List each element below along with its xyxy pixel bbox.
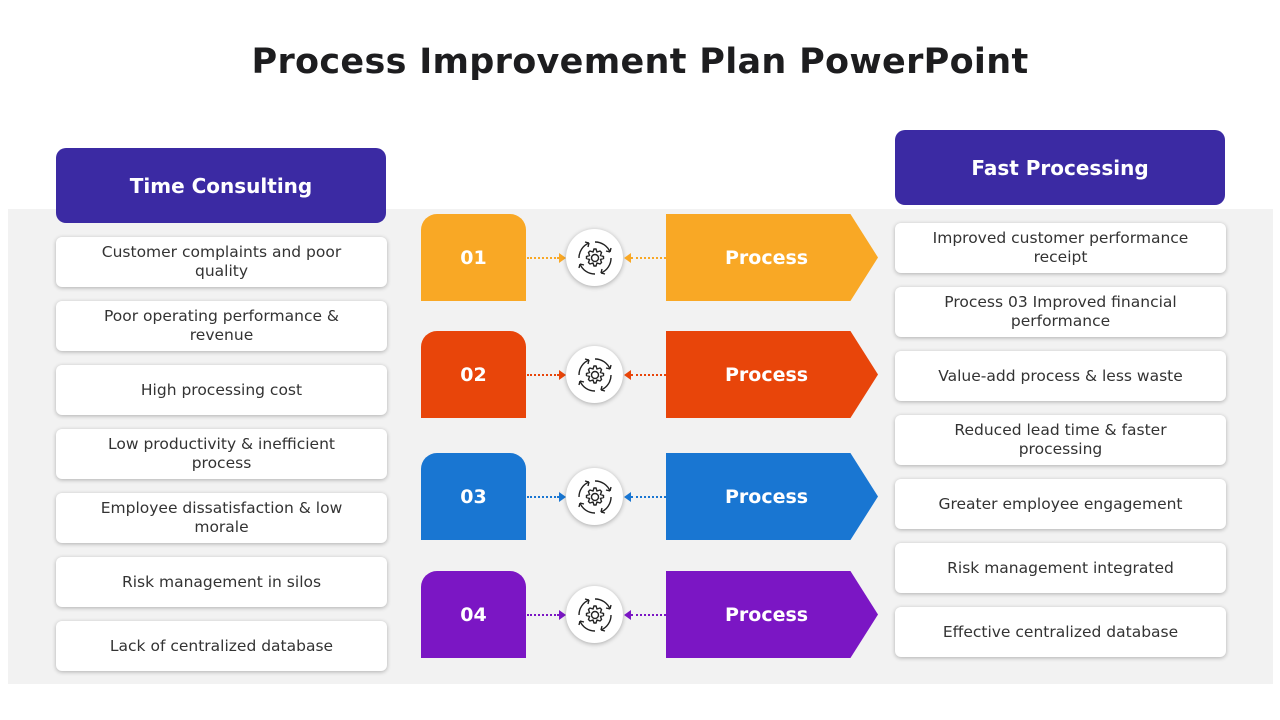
arrow-left-icon (624, 370, 631, 380)
right-item: Greater employee engagement (895, 479, 1226, 529)
time-consulting-header: Time Consulting (56, 148, 386, 223)
arrow-left-icon (624, 492, 631, 502)
right-item: Value-add process & less waste (895, 351, 1226, 401)
left-item: Lack of centralized database (56, 621, 387, 671)
connector-line (527, 496, 559, 498)
step-number: 01 (460, 246, 487, 269)
step-number: 02 (460, 363, 487, 386)
arrow-right-icon (559, 253, 566, 263)
process-arrow: Process (666, 453, 878, 540)
gear-cycle-icon (566, 229, 623, 286)
connector-line (631, 614, 666, 616)
process-arrow: Process (666, 214, 878, 301)
left-item: Employee dissatisfaction & low morale (56, 493, 387, 543)
left-item: Risk management in silos (56, 557, 387, 607)
right-item: Improved customer performance receipt (895, 223, 1226, 273)
connector-line (527, 257, 559, 259)
connector-line (631, 374, 666, 376)
process-arrow: Process (666, 331, 878, 418)
step-number-box: 03 (421, 453, 526, 540)
fast-processing-header: Fast Processing (895, 130, 1225, 205)
left-item: Poor operating performance & revenue (56, 301, 387, 351)
arrow-left-icon (624, 253, 631, 263)
left-item: Low productivity & inefficient process (56, 429, 387, 479)
step-number: 04 (460, 603, 487, 626)
connector-line (527, 374, 559, 376)
right-item: Risk management integrated (895, 543, 1226, 593)
connector-line (631, 257, 666, 259)
step-number: 03 (460, 485, 487, 508)
step-number-box: 04 (421, 571, 526, 658)
process-label: Process (725, 603, 809, 626)
gear-cycle-icon (566, 346, 623, 403)
connector-line (631, 496, 666, 498)
step-number-box: 01 (421, 214, 526, 301)
right-item: Reduced lead time & faster processing (895, 415, 1226, 465)
process-label: Process (725, 363, 809, 386)
right-item: Process 03 Improved financial performanc… (895, 287, 1226, 337)
process-arrow: Process (666, 571, 878, 658)
right-item: Effective centralized database (895, 607, 1226, 657)
arrow-left-icon (624, 610, 631, 620)
left-item: Customer complaints and poor quality (56, 237, 387, 287)
process-label: Process (725, 246, 809, 269)
gear-cycle-icon (566, 468, 623, 525)
page-title: Process Improvement Plan PowerPoint (251, 42, 1029, 82)
arrow-right-icon (559, 610, 566, 620)
left-item: High processing cost (56, 365, 387, 415)
arrow-right-icon (559, 370, 566, 380)
process-label: Process (725, 485, 809, 508)
connector-line (527, 614, 559, 616)
gear-cycle-icon (566, 586, 623, 643)
step-number-box: 02 (421, 331, 526, 418)
arrow-right-icon (559, 492, 566, 502)
